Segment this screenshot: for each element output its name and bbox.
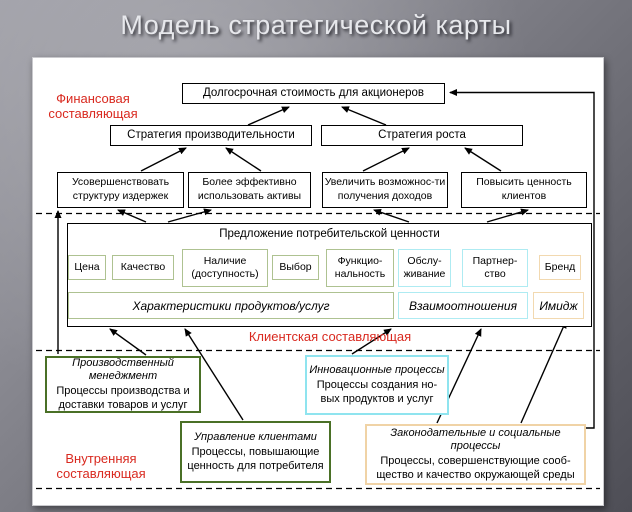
box-shareholder-value: Долгосрочная стоимость для акционеров (182, 83, 445, 104)
process-desc: Процессы, повышающие ценность для потреб… (187, 445, 324, 472)
label-client-perspective: Клиентская составляющая (248, 329, 412, 344)
label-internal-perspective: Внутренняя составляющая (56, 451, 146, 481)
box-use-assets-effectively: Более эффективно использовать активы (188, 172, 311, 208)
label-financial-perspective: Финансовая составляющая (48, 91, 138, 121)
slide-title: Модель стратегической карты (120, 10, 512, 40)
attr-functionality: Функцио-нальность (326, 249, 394, 287)
box-operations-management: Производственный менеджмент Процессы про… (45, 356, 201, 413)
group-image: Имидж (533, 292, 584, 319)
value-proposition-title: Предложение потребительской ценности (219, 228, 440, 240)
process-name: Законодательные и социальные процессы (390, 426, 561, 453)
process-name: Управление клиентами (194, 431, 317, 444)
process-desc: Процессы, совершенствующие сооб-щество и… (376, 455, 575, 482)
process-name: Инновационные процессы (309, 364, 445, 377)
box-innovation-processes: Инновационные процессы Процессы создания… (305, 355, 449, 415)
process-desc: Процессы производства и доставки товаров… (56, 385, 190, 412)
box-productivity-strategy: Стратегия производительности (110, 125, 312, 146)
group-product-service-characteristics: Характеристики продуктов/услуг (68, 292, 394, 319)
attr-quality: Качество (112, 255, 174, 280)
process-desc: Процессы создания но-вых продуктов и усл… (316, 378, 438, 405)
box-growth-strategy: Стратегия роста (321, 125, 523, 146)
attr-availability: Наличие (доступность) (182, 249, 268, 287)
box-increase-customer-value: Повысить ценность клиентов (461, 172, 587, 208)
box-regulatory-social-processes: Законодательные и социальные процессы Пр… (365, 424, 586, 485)
attr-partnership: Партнер-ство (462, 249, 528, 287)
box-customer-management: Управление клиентами Процессы, повышающи… (180, 421, 331, 483)
process-name: Производственный менеджмент (72, 356, 174, 383)
box-improve-cost-structure: Усовершенствовать структуру издержек (57, 172, 184, 208)
attr-selection: Выбор (272, 255, 319, 280)
attr-price: Цена (68, 255, 106, 280)
box-expand-revenue-opportunities: Увеличить возможнос-ти получения доходов (322, 172, 448, 208)
group-relationships: Взаимоотношения (398, 292, 528, 319)
attr-service: Обслу-живание (398, 249, 451, 287)
attr-brand: Бренд (539, 255, 581, 280)
